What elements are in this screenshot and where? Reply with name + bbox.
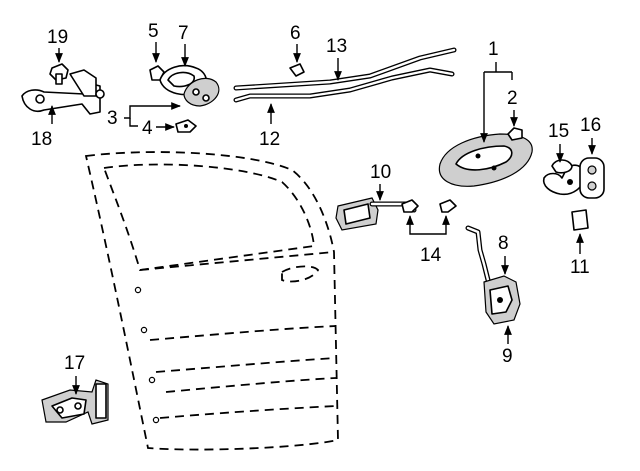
part-2-key-cylinder: 2 — [507, 88, 523, 141]
callout-9: 9 — [502, 346, 513, 367]
part-11-cover: 11 — [570, 209, 590, 278]
callout-17: 17 — [64, 353, 85, 374]
callout-1: 1 — [488, 39, 499, 60]
part-14-clips: 14 — [401, 199, 457, 266]
part-1-outside-handle: 1 — [438, 39, 533, 187]
part-15-bracket: 15 — [542, 121, 585, 196]
callout-11: 11 — [570, 257, 590, 278]
callout-3-4-leaders: 3 4 — [107, 102, 181, 139]
callout-3: 3 — [107, 108, 118, 129]
part-7-inside-handle: 7 — [159, 23, 220, 107]
callout-13: 13 — [326, 36, 347, 57]
callout-5: 5 — [148, 21, 159, 42]
callout-16: 16 — [580, 115, 601, 136]
callout-6: 6 — [290, 23, 301, 44]
part-17-hinge: 17 — [41, 353, 109, 425]
part-19-bolt: 19 — [47, 27, 69, 85]
part-10-actuator: 10 — [335, 162, 417, 231]
callout-8: 8 — [498, 233, 509, 254]
part-18-door-check: 18 — [21, 69, 105, 150]
callout-4: 4 — [142, 118, 153, 139]
part-4-clip — [175, 119, 197, 133]
callout-15: 15 — [548, 121, 569, 142]
callout-19: 19 — [47, 27, 68, 48]
part-13-rod-upper: 13 — [233, 36, 457, 91]
callout-12: 12 — [259, 129, 280, 150]
part-5-screw: 5 — [148, 21, 165, 81]
part-16-gasket: 16 — [579, 115, 605, 199]
callout-18: 18 — [31, 129, 52, 150]
callout-14: 14 — [420, 245, 442, 266]
part-12-rod-lower: 12 — [233, 67, 455, 150]
callout-7: 7 — [178, 23, 189, 44]
part-8-9-latch: 8 9 — [465, 225, 521, 367]
door-shell — [84, 151, 339, 451]
part-6-clip: 6 — [289, 23, 305, 77]
callout-10: 10 — [370, 162, 391, 183]
callout-2: 2 — [507, 88, 518, 109]
